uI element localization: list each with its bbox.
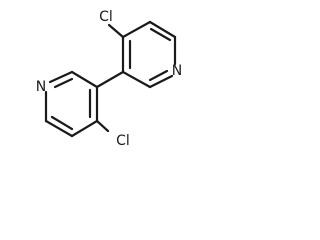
bond-bottom-3: [44, 119, 74, 138]
bond-bottom-5: [48, 70, 74, 84]
bond-top-4-inner: [148, 69, 169, 82]
bond-top-5: [121, 70, 152, 89]
nitrogen-label-right: N: [172, 63, 182, 79]
bipyridine-diagram: Cl N N Cl: [36, 9, 182, 149]
bond-bottom-5-inner: [53, 77, 74, 89]
bond-top-4: [148, 74, 174, 89]
bond-bottom-2: [70, 119, 99, 138]
lower-pyridine-ring: [44, 70, 110, 138]
bond-bottom-6: [70, 70, 99, 89]
bond-bottom-cl: [95, 119, 110, 133]
upper-pyridine-ring: [107, 20, 177, 89]
bond-top-2: [148, 20, 177, 39]
biaryl-bond: [95, 70, 125, 89]
nitrogen-label-left: N: [36, 79, 46, 95]
structure-canvas: Cl N N Cl: [0, 0, 190, 158]
chlorine-label-bottom: Cl: [116, 133, 130, 149]
bond-top-cl: [107, 23, 125, 39]
chlorine-label-top: Cl: [99, 9, 113, 25]
bond-top-1: [121, 20, 152, 39]
bond-bottom-3-inner: [50, 115, 74, 131]
bond-top-2-inner: [149, 27, 172, 42]
